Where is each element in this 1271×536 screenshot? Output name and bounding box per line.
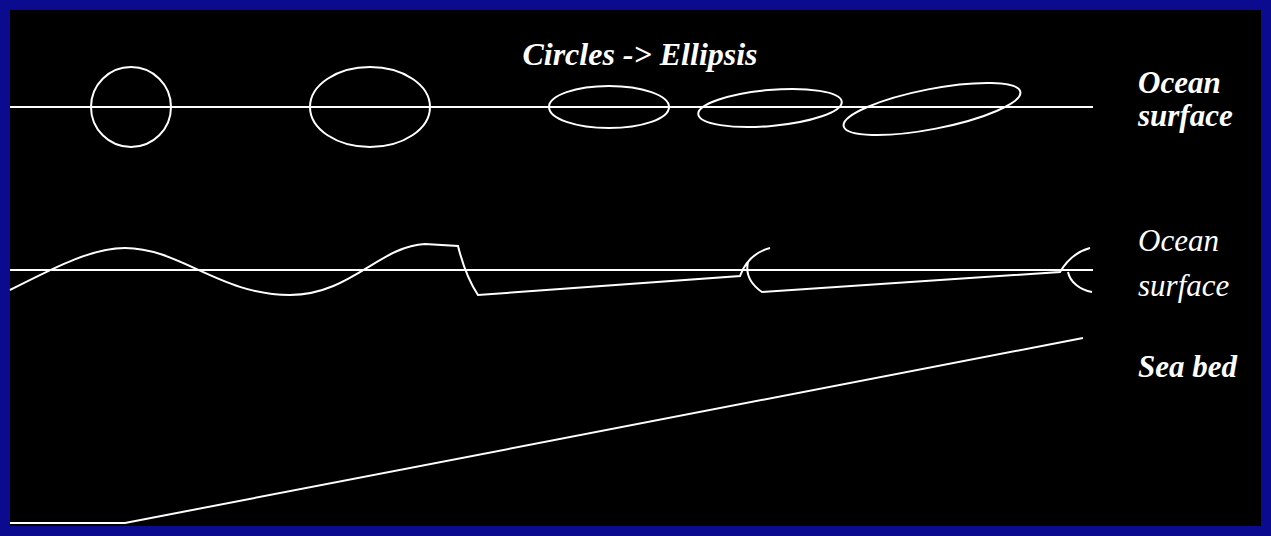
orbit-ellipse (697, 84, 844, 132)
side-label: Sea bed (1138, 346, 1266, 388)
breaking-wave (10, 244, 1092, 295)
side-label: Ocean surface (1138, 66, 1266, 132)
diagram-title: Circles -> Ellipsis (470, 34, 810, 74)
surface-line (10, 106, 1093, 108)
orbit-ellipse (840, 72, 1024, 146)
surface-line (10, 269, 1093, 271)
sea-bed-line (10, 338, 1083, 523)
orbit-ellipse (310, 67, 430, 147)
side-label: Ocean surface (1138, 218, 1266, 308)
orbit-circle (91, 67, 171, 147)
orbit-ellipse (549, 86, 669, 128)
panel-ground (10, 10, 1261, 526)
